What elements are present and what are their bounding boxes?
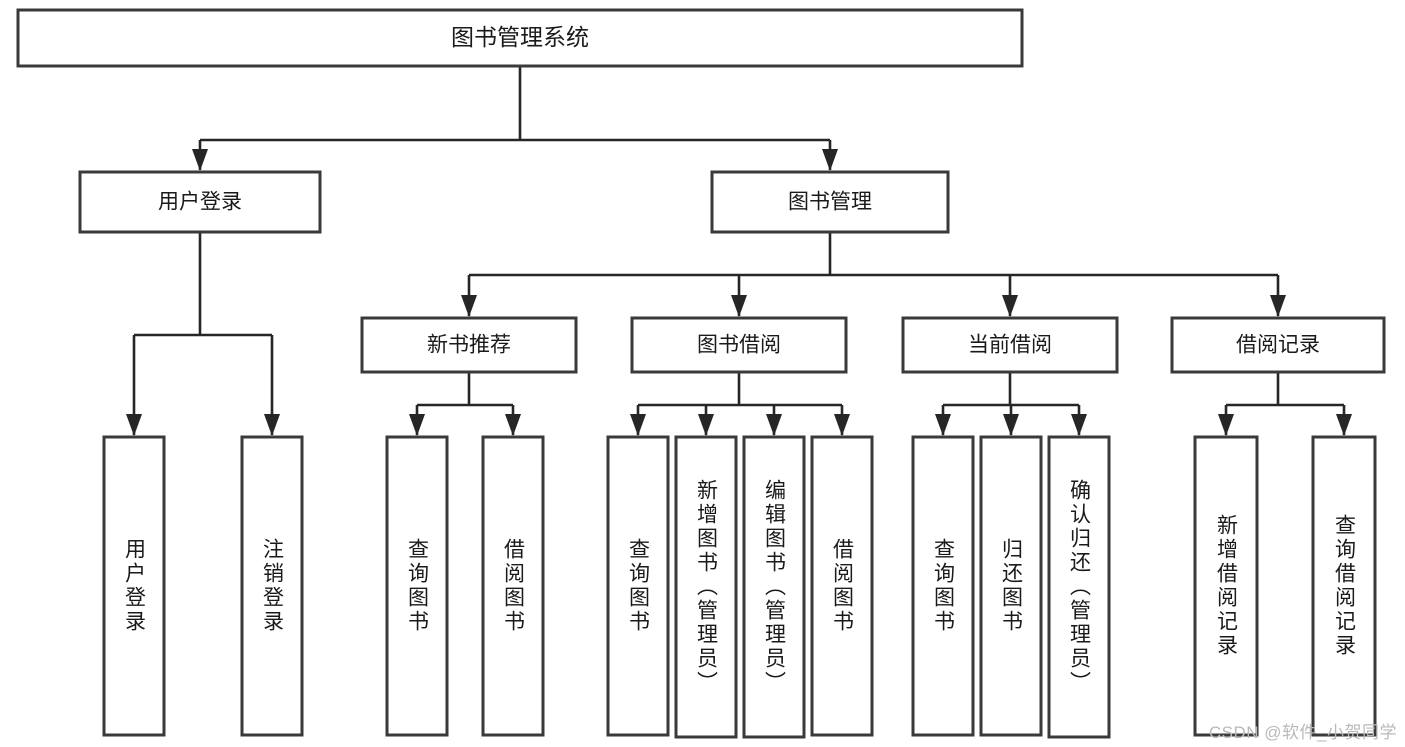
arrow-head-icon <box>1270 295 1286 317</box>
node-box-leaf-4[interactable] <box>606 435 670 737</box>
node-box-level1-1[interactable] <box>710 170 950 234</box>
node-box-leaf-0[interactable] <box>102 435 166 737</box>
arrow-head-icon <box>822 149 838 171</box>
arrow-head-icon <box>264 414 280 436</box>
arrow-head-icon <box>766 414 782 436</box>
node-label-level2-1: 图书借阅 <box>697 334 781 357</box>
arrow-head-icon <box>1336 414 1352 436</box>
boxes-layer <box>16 8 1386 739</box>
node-box-leaf-2[interactable] <box>385 435 449 737</box>
node-box-root[interactable] <box>16 8 1024 68</box>
node-box-level2-0[interactable] <box>360 316 578 374</box>
node-box-leaf-1[interactable] <box>240 435 304 737</box>
node-box-leaf-6[interactable] <box>742 435 806 739</box>
node-label-level1-1: 图书管理 <box>788 191 872 214</box>
arrow-head-icon <box>731 295 747 317</box>
node-box-leaf-11[interactable] <box>1193 435 1259 737</box>
arrow-head-icon <box>461 295 477 317</box>
node-box-leaf-10[interactable] <box>1047 435 1111 739</box>
node-label-root: 图书管理系统 <box>451 24 589 50</box>
arrow-head-icon <box>192 149 208 171</box>
node-box-leaf-8[interactable] <box>911 435 975 737</box>
edges-layer <box>126 66 1352 436</box>
node-box-leaf-9[interactable] <box>979 435 1043 737</box>
arrow-head-icon <box>630 414 646 436</box>
arrow-head-icon <box>1002 295 1018 317</box>
arrow-head-icon <box>505 414 521 436</box>
node-box-level2-3[interactable] <box>1170 316 1386 374</box>
arrow-head-icon <box>698 414 714 436</box>
node-box-level2-2[interactable] <box>901 316 1119 374</box>
node-label-level1-0: 用户登录 <box>158 191 242 214</box>
watermark-text: CSDN @软件_小贺同学 <box>1208 723 1397 742</box>
node-box-leaf-12[interactable] <box>1311 435 1377 737</box>
arrow-head-icon <box>1071 414 1087 436</box>
arrow-head-icon <box>935 414 951 436</box>
arrow-head-icon <box>1003 414 1019 436</box>
node-box-level2-1[interactable] <box>630 316 848 374</box>
node-box-level1-0[interactable] <box>78 170 322 234</box>
node-label-level2-2: 当前借阅 <box>968 334 1052 357</box>
arrow-head-icon <box>834 414 850 436</box>
node-label-level2-3: 借阅记录 <box>1236 334 1320 357</box>
arrow-head-icon <box>1218 414 1234 436</box>
node-label-level2-0: 新书推荐 <box>427 334 511 357</box>
node-box-leaf-7[interactable] <box>810 435 874 737</box>
node-box-leaf-5[interactable] <box>674 435 738 739</box>
arrow-head-icon <box>126 414 142 436</box>
node-box-leaf-3[interactable] <box>481 435 545 737</box>
arrow-head-icon <box>409 414 425 436</box>
